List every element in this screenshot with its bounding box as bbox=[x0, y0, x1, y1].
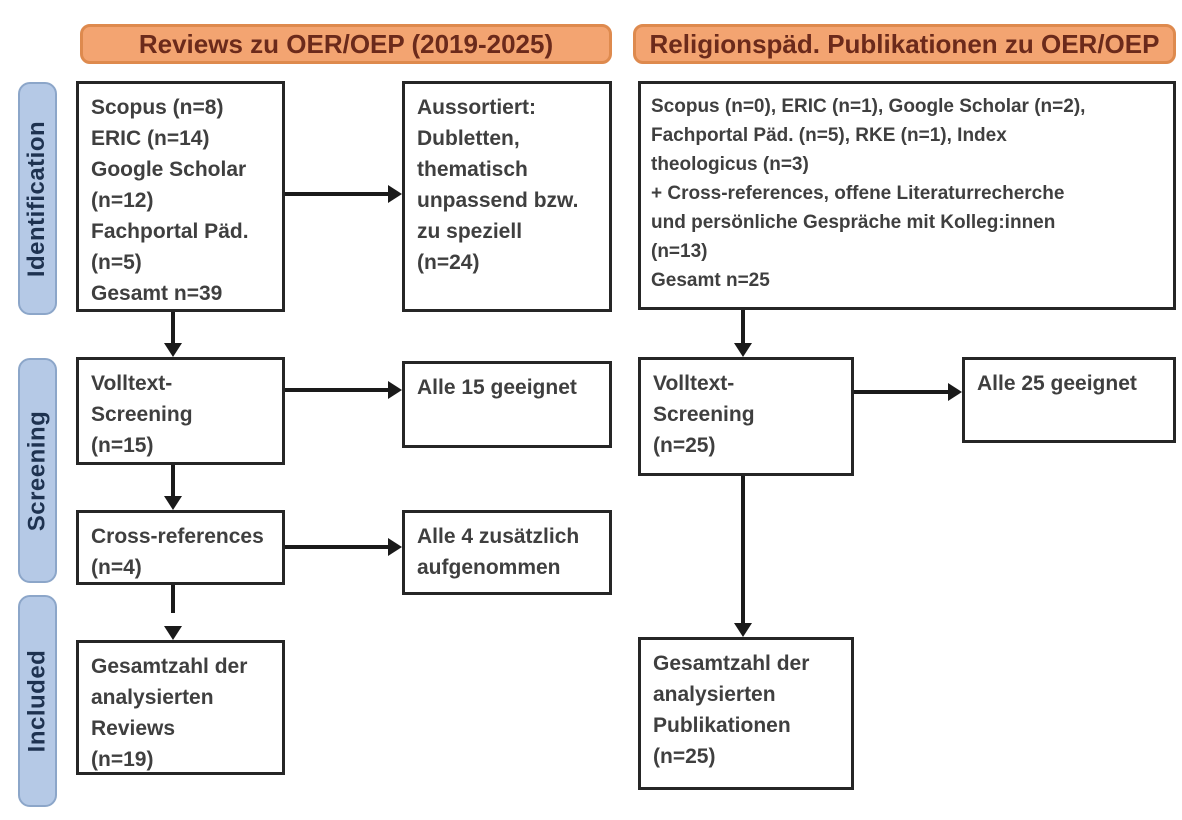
arrow-left-sources-to-fulltext-head bbox=[164, 343, 182, 357]
arrow-right-fulltext-to-total-head bbox=[734, 623, 752, 637]
arrow-right-sources-to-fulltext bbox=[741, 310, 745, 344]
box-right-sources: Scopus (n=0), ERIC (n=1), Google Scholar… bbox=[638, 81, 1176, 310]
stage-identification-label: Identification bbox=[23, 120, 51, 277]
column-header-left: Reviews zu OER/OEP (2019-2025) bbox=[80, 24, 612, 64]
box-right-fulltext-screening: Volltext- Screening (n=25) bbox=[638, 357, 854, 476]
box-left-fulltext-result: Alle 15 geeignet bbox=[402, 361, 612, 448]
arrow-right-sources-to-fulltext-head bbox=[734, 343, 752, 357]
arrow-right-fulltext-to-result-head bbox=[948, 383, 962, 401]
arrow-left-sources-to-fulltext bbox=[171, 312, 175, 344]
box-left-crossref-result: Alle 4 zusätzlich aufgenommen bbox=[402, 510, 612, 595]
box-left-crossreferences: Cross-references (n=4) bbox=[76, 510, 285, 585]
arrow-right-fulltext-to-total bbox=[741, 476, 745, 624]
arrow-left-crossref-to-result-head bbox=[388, 538, 402, 556]
stage-identification: Identification bbox=[18, 82, 57, 315]
arrow-left-crossref-to-total bbox=[171, 585, 175, 613]
arrow-left-fulltext-to-crossref bbox=[171, 465, 175, 497]
arrow-left-fulltext-to-result bbox=[285, 388, 388, 392]
box-left-total-included: Gesamtzahl der analysierten Reviews (n=1… bbox=[76, 640, 285, 775]
arrow-left-fulltext-to-result-head bbox=[388, 381, 402, 399]
stage-included-label: Included bbox=[23, 649, 51, 753]
arrow-left-fulltext-to-crossref-head bbox=[164, 496, 182, 510]
stage-included: Included bbox=[18, 595, 57, 807]
arrow-right-fulltext-to-result bbox=[854, 390, 948, 394]
stage-screening-label: Screening bbox=[23, 410, 51, 531]
box-left-fulltext-screening: Volltext- Screening (n=15) bbox=[76, 357, 285, 465]
box-right-total-included: Gesamtzahl der analysierten Publikatione… bbox=[638, 637, 854, 790]
column-header-right: Religionspäd. Publikationen zu OER/OEP bbox=[633, 24, 1176, 64]
box-right-fulltext-result: Alle 25 geeignet bbox=[962, 357, 1176, 443]
arrow-left-sources-to-excluded bbox=[285, 192, 388, 196]
box-left-excluded: Aussortiert: Dubletten, thematisch unpas… bbox=[402, 81, 612, 312]
arrow-left-crossref-to-total-head bbox=[164, 626, 182, 640]
arrow-left-sources-to-excluded-head bbox=[388, 185, 402, 203]
stage-screening: Screening bbox=[18, 358, 57, 583]
box-left-sources: Scopus (n=8) ERIC (n=14) Google Scholar … bbox=[76, 81, 285, 312]
arrow-left-crossref-to-result bbox=[285, 545, 388, 549]
